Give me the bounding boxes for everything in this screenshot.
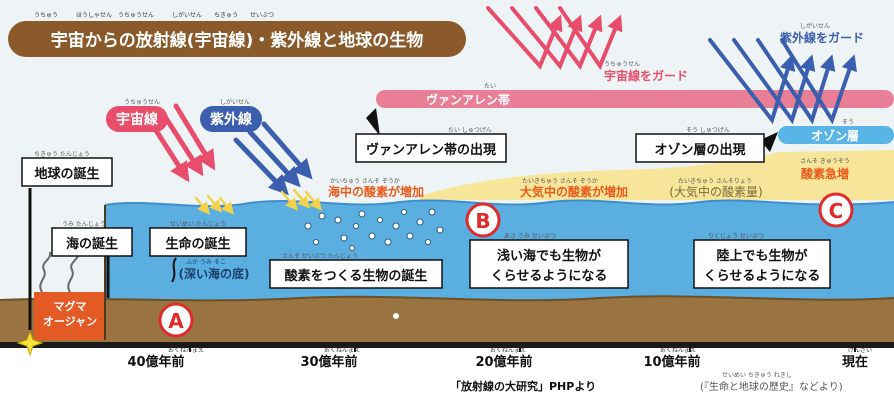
cosmic-ray-label: 宇宙線 bbox=[116, 111, 158, 128]
callout-ozone-appear: そう しゅつげん オゾン層の出現 bbox=[635, 126, 778, 163]
smoke-swirl bbox=[39, 251, 52, 293]
uv-guard-arrows bbox=[708, 38, 857, 125]
callout-shallow-sea: あさ うみ せいぶつ 浅い海でも生物が くらせるようになる bbox=[469, 233, 629, 289]
tick-ruby-20: おくねんまえ bbox=[490, 347, 526, 354]
svg-text:あさ うみ せいぶつ: あさ うみ せいぶつ bbox=[504, 233, 556, 240]
air-oxygen-ruby: たいきちゅう さんそ ぞうか bbox=[522, 178, 598, 185]
svg-text:海の誕生: 海の誕生 bbox=[66, 236, 118, 252]
van-allen-ruby: たい bbox=[484, 83, 496, 90]
svg-text:生命の誕生: 生命の誕生 bbox=[165, 236, 230, 252]
svg-text:陸上でも生物が: 陸上でも生物が bbox=[716, 248, 807, 264]
ozone-ruby: そう bbox=[842, 119, 854, 126]
callout-life-birth: せいめい たんじょう 生命の誕生 ふか うみ そこ (深い海の底) bbox=[149, 221, 250, 283]
air-oxygen-amount-ruby: たいきちゅう さんそりょう bbox=[678, 178, 752, 185]
marker-c: C bbox=[818, 192, 854, 228]
tick-ruby-40: おくねんまえ bbox=[168, 347, 204, 354]
title-ruby: うちゅう ほうしゃせん うちゅうせん しがいせん ちきゅう せいぶつ bbox=[34, 11, 274, 19]
svg-text:りくじょう せいぶつ: りくじょう せいぶつ bbox=[708, 233, 764, 240]
tick-label-30: 30億年前 bbox=[300, 354, 357, 370]
svg-text:そう しゅつげん: そう しゅつげん bbox=[686, 126, 730, 134]
van-allen-label: ヴァンアレン帯 bbox=[426, 92, 510, 107]
svg-text:オゾン層の出現: オゾン層の出現 bbox=[654, 142, 745, 158]
uv-guard-label: 紫外線をガード bbox=[780, 30, 864, 45]
oxygen-area bbox=[420, 150, 894, 200]
svg-text:A: A bbox=[168, 309, 184, 333]
svg-text:うみ たんじょう: うみ たんじょう bbox=[62, 221, 106, 228]
tick-ruby-30: おくねんまえ bbox=[324, 347, 360, 354]
uv-ruby: しがいせん bbox=[220, 98, 250, 106]
cosmic-guard-ruby: うちゅうせん bbox=[604, 61, 640, 68]
svg-text:たい しゅつげん: たい しゅつげん bbox=[448, 126, 492, 134]
cosmic-ray-ruby: うちゅうせん bbox=[124, 99, 160, 106]
van-allen-belt bbox=[376, 90, 894, 108]
svg-text:酸素をつくる生物の誕生: 酸素をつくる生物の誕生 bbox=[285, 268, 428, 284]
uv-bubble bbox=[200, 106, 262, 132]
cosmic-ray-bubble bbox=[106, 106, 168, 132]
tick-ruby-now: げんざい bbox=[848, 346, 872, 354]
source-right-ruby: せいめい ちきゅう れきし bbox=[722, 372, 792, 379]
marker-b: B bbox=[465, 202, 501, 238]
tick-label-20: 20億年前 bbox=[475, 354, 532, 370]
svg-text:くらせるようになる: くらせるようになる bbox=[704, 269, 821, 284]
air-oxygen-amount-label: (大気中の酸素量) bbox=[669, 184, 762, 199]
ground-top-line bbox=[0, 295, 894, 302]
oxygen-surge-ruby: さんそ きゅうぞう bbox=[800, 158, 850, 165]
timeline-bar bbox=[0, 342, 894, 348]
origin-star-icon bbox=[16, 330, 44, 357]
svg-text:ちきゅう たんじょう: ちきゅう たんじょう bbox=[34, 151, 90, 158]
tick-label-10: 10億年前 bbox=[643, 354, 700, 370]
svg-text:B: B bbox=[475, 209, 490, 233]
magma-label-line1: マグマ bbox=[54, 299, 87, 313]
ozone-label: オゾン層 bbox=[811, 128, 859, 143]
tick-label-now: 現在 bbox=[842, 354, 868, 370]
source-left: 「放射線の大研究」PHPより bbox=[450, 379, 596, 393]
svg-text:(深い海の底): (深い海の底) bbox=[179, 266, 250, 281]
title-text: 宇宙からの放射線(宇宙線)・紫外線と地球の生物 bbox=[51, 30, 424, 51]
callout-earth-birth: ちきゅう たんじょう 地球の誕生 bbox=[21, 151, 113, 330]
ground-area bbox=[0, 296, 894, 342]
oxygen-surge-label: 酸素急増 bbox=[801, 166, 849, 181]
callout-oxygen-life: さんそ せいぶつ たんじょう 酸素をつくる生物の誕生 bbox=[269, 253, 443, 289]
magma-ocean bbox=[34, 292, 106, 340]
ozone-layer bbox=[778, 126, 894, 144]
uv-guard-ruby: しがいせん bbox=[800, 22, 830, 30]
oxygen-bubbles bbox=[304, 208, 444, 251]
tick-label-40: 40億年前 bbox=[127, 354, 184, 370]
svg-text:C: C bbox=[829, 199, 844, 223]
callout-land-life: りくじょう せいぶつ 陸上でも生物が くらせるようになる bbox=[693, 233, 831, 289]
cosmic-guard-label: 宇宙線をガード bbox=[604, 68, 688, 83]
svg-text:くらせるようになる: くらせるようになる bbox=[491, 269, 608, 284]
sea-oxygen-ruby: かいちゅう さんそ ぞうか bbox=[330, 178, 400, 185]
callout-van-allen-appear: たい しゅつげん ヴァンアレン帯の出現 bbox=[355, 108, 507, 163]
svg-text:せいめい たんじょう: せいめい たんじょう bbox=[170, 221, 226, 228]
seafloor-dot bbox=[393, 313, 399, 319]
svg-text:ふか うみ そこ: ふか うみ そこ bbox=[186, 259, 226, 266]
uv-label: 紫外線 bbox=[210, 111, 252, 128]
svg-text:地球の誕生: 地球の誕生 bbox=[34, 166, 99, 182]
callout-sea-birth: うみ たんじょう 海の誕生 bbox=[51, 221, 133, 298]
source-right: (『生命と地球の歴史』などより) bbox=[700, 380, 843, 393]
marker-a: A bbox=[158, 302, 194, 338]
svg-text:浅い海でも生物が: 浅い海でも生物が bbox=[497, 248, 601, 264]
svg-text:ヴァンアレン帯の出現: ヴァンアレン帯の出現 bbox=[366, 142, 496, 158]
air-oxygen-label: 大気中の酸素が増加 bbox=[520, 184, 628, 199]
light-arrows bbox=[194, 188, 323, 215]
cosmic-guard-arrows bbox=[486, 6, 623, 71]
smoke-swirl bbox=[67, 251, 80, 293]
sea-oxygen-label: 海中の酸素が増加 bbox=[328, 184, 424, 199]
svg-text:さんそ せいぶつ たんじょう: さんそ せいぶつ たんじょう bbox=[282, 253, 358, 260]
incoming-uv-arrows bbox=[233, 121, 313, 196]
magma-label-line2: オージャン bbox=[43, 315, 97, 328]
title-banner bbox=[8, 21, 466, 57]
tick-ruby-10: おくねんまえ bbox=[660, 347, 696, 354]
timeline-tick-marks bbox=[189, 342, 856, 352]
